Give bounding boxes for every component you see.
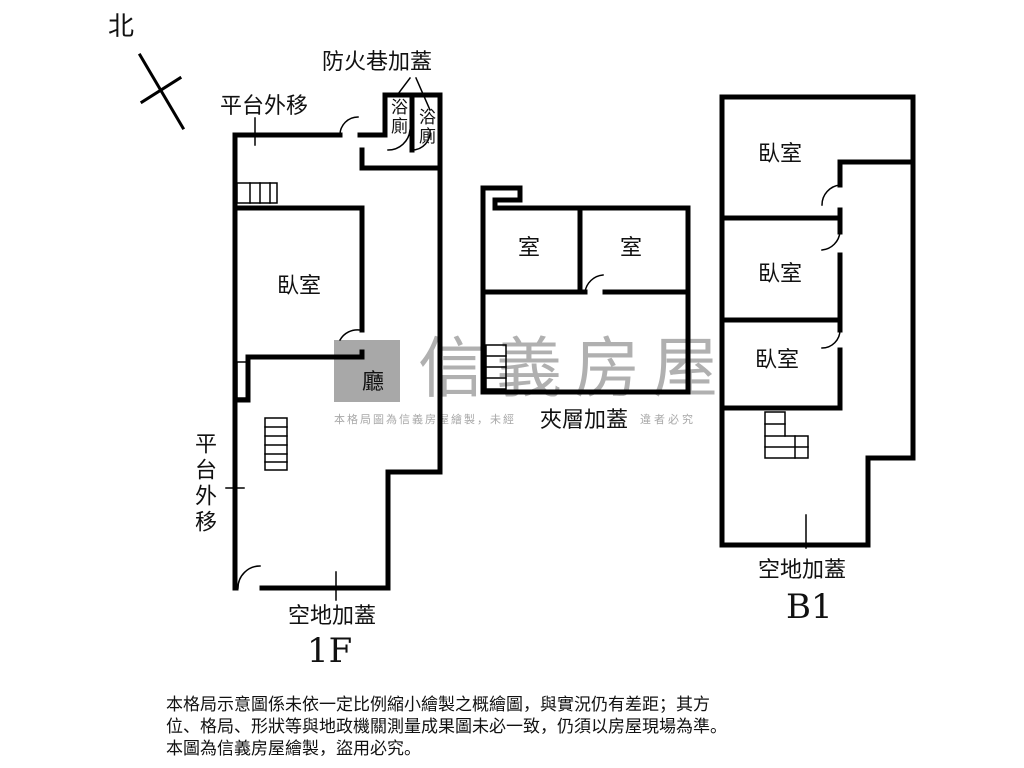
watermark-text-left: 本格局圖為信義房屋繪製，未經 bbox=[334, 413, 516, 426]
mezzanine-stairs bbox=[485, 274, 604, 390]
label-fire-lane: 防火巷加蓋 bbox=[322, 50, 433, 75]
watermark-text-right: 違者必究 bbox=[640, 413, 696, 426]
label-open-space-1f: 空地加蓋 bbox=[288, 604, 377, 629]
mezzanine-walls bbox=[480, 185, 691, 395]
stairs-1f bbox=[236, 182, 288, 471]
label-hall: 廳 bbox=[362, 370, 385, 395]
label-open-space-b1: 空地加蓋 bbox=[758, 558, 847, 583]
label-b1-bedroom-1: 臥室 bbox=[758, 142, 803, 167]
label-bath-2: 浴廁 bbox=[415, 108, 435, 146]
label-b1-bedroom-2: 臥室 bbox=[758, 262, 803, 287]
watermark-logo bbox=[334, 340, 400, 402]
label-platform-top: 平台外移 bbox=[220, 94, 309, 119]
b1-doors-stairs bbox=[764, 184, 841, 549]
doors-1f bbox=[225, 76, 431, 601]
disclaimer-line-3: 本圖為信義房屋繪製，盜用必究。 bbox=[166, 739, 421, 759]
disclaimer: 本格局示意圖係未依一定比例縮小繪製之概繪圖，與實況仍有差距；其方 位、格局、形狀… bbox=[166, 694, 866, 760]
floor-1f-walls bbox=[232, 92, 443, 591]
floor-title-1f: 1F bbox=[307, 631, 353, 671]
label-bedroom-1f: 臥室 bbox=[277, 274, 322, 299]
label-room-1: 室 bbox=[518, 236, 541, 261]
label-platform-left: 平台外移 bbox=[191, 432, 216, 536]
floor-title-b1: B1 bbox=[786, 587, 833, 627]
disclaimer-line-2: 位、格局、形狀等與地政機關測量成果圖未必一致，仍須以房屋現場為準。 bbox=[166, 717, 727, 737]
label-bath-1: 浴廁 bbox=[387, 98, 407, 136]
compass-north-label: 北 bbox=[108, 12, 135, 42]
label-room-2: 室 bbox=[620, 236, 643, 261]
compass-arrow-icon bbox=[137, 52, 186, 131]
floor-b1-walls bbox=[719, 94, 916, 548]
label-b1-bedroom-3: 臥室 bbox=[755, 348, 800, 373]
mezzanine-title: 夾層加蓋 bbox=[540, 408, 629, 433]
disclaimer-line-1: 本格局示意圖係未依一定比例縮小繪製之概繪圖，與實況仍有差距；其方 bbox=[166, 695, 710, 715]
